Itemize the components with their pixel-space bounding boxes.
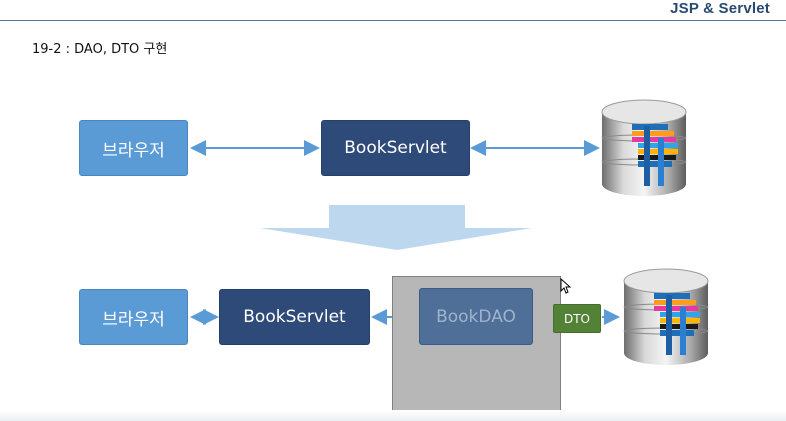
bookdao-box: BookDAO: [419, 288, 533, 345]
slide-subtitle: 19-2 : DAO, DTO 구현: [32, 42, 168, 57]
database-icon: [623, 268, 709, 365]
header-divider: [0, 20, 786, 21]
transition-down-arrow: [260, 205, 532, 250]
browser-box-top: 브라우저: [79, 120, 188, 176]
bookdao-label: BookDAO: [436, 306, 516, 327]
dto-box: DTO: [553, 304, 601, 333]
dto-label: DTO: [563, 311, 590, 326]
mouse-cursor-icon: [560, 278, 572, 294]
database-icon: [601, 99, 687, 196]
bookservlet-box-top: BookServlet: [321, 120, 470, 176]
browser-label: 브라우저: [102, 140, 165, 161]
bookservlet-label: BookServlet: [243, 307, 346, 327]
bookservlet-box-bottom: BookServlet: [219, 289, 370, 345]
browser-box-bottom: 브라우저: [79, 289, 188, 345]
bottom-edge-fade: [0, 410, 786, 421]
browser-label: 브라우저: [102, 309, 165, 330]
header-title: JSP & Servlet: [670, 0, 770, 17]
bookservlet-label: BookServlet: [344, 138, 447, 158]
